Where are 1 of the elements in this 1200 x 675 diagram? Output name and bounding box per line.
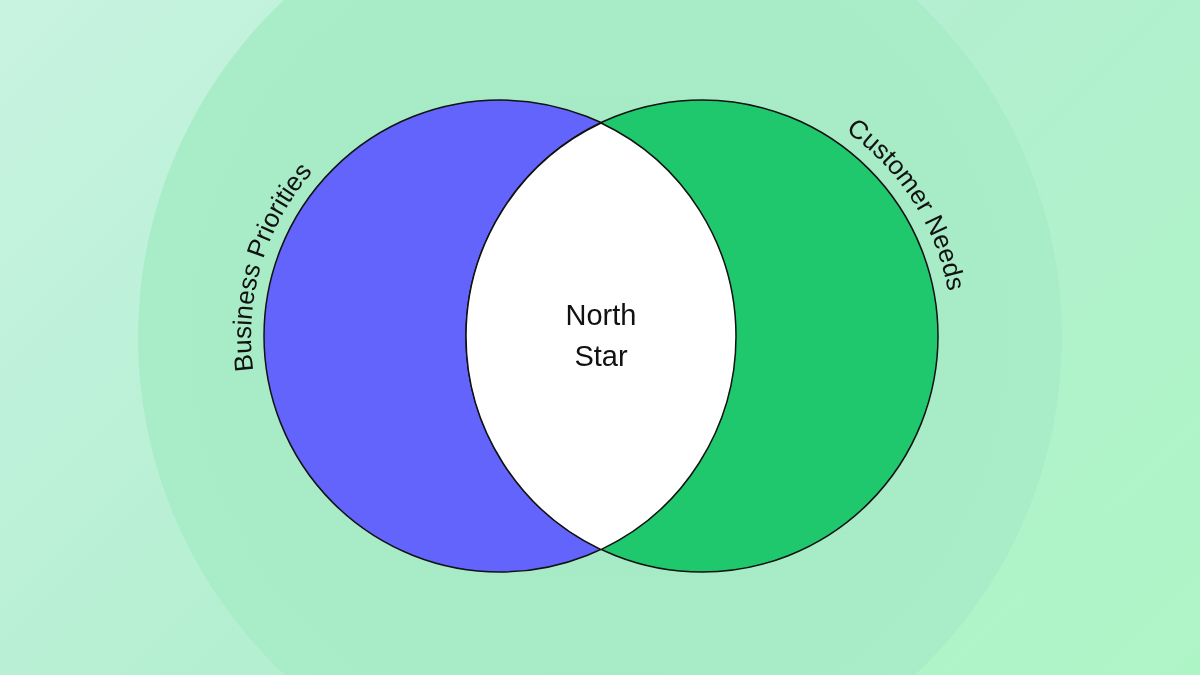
overlap-label: North Star	[564, 298, 638, 374]
